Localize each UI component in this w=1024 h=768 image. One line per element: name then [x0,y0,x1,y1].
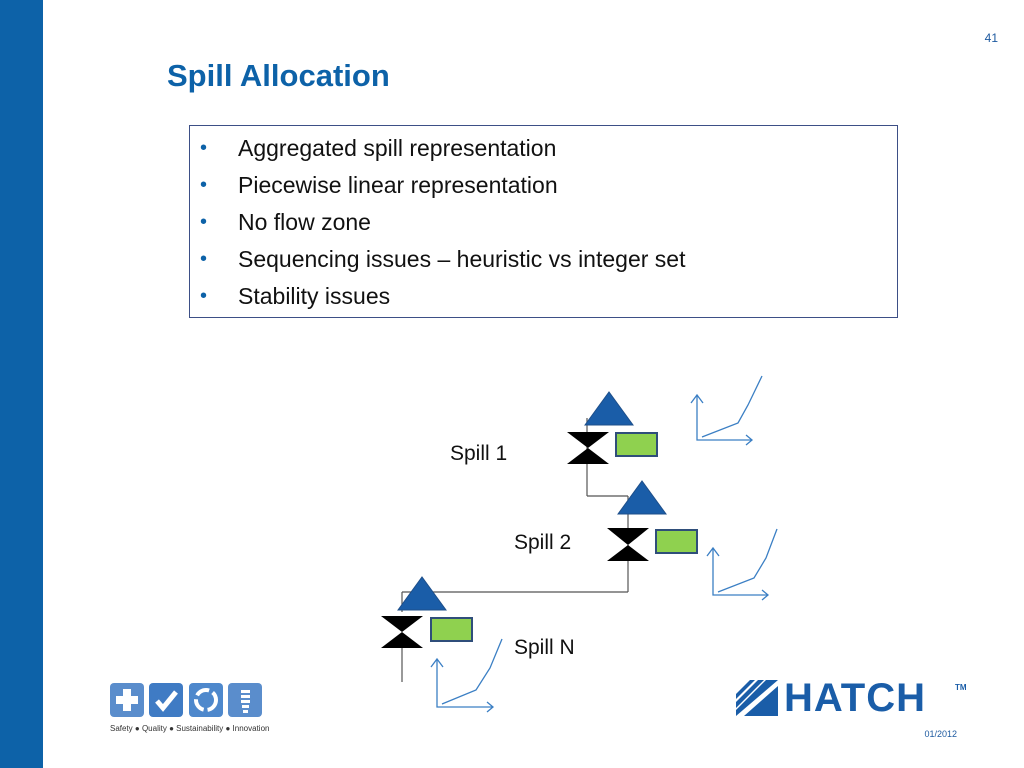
spill-label-n: Spill N [514,636,575,659]
generator-box [655,529,698,554]
bullet-text: Aggregated spill representation [238,135,557,161]
hatch-logo-mark-icon [736,680,778,716]
reservoir-triangle-icon [617,480,667,515]
bullet-text: No flow zone [238,209,371,235]
values-tagline: Safety ● Quality ● Sustainability ● Inno… [110,724,270,733]
spill-unit-2 [607,480,778,601]
logo-wordmark: HATCH [784,676,927,720]
bullet-text: Sequencing issues – heuristic vs integer… [238,246,686,272]
reservoir-triangle-icon [584,391,634,426]
spill-curve-icon [706,528,778,601]
valve-icon [381,616,423,648]
valve-icon [607,528,649,561]
hatch-logo: HATCH TM [736,676,967,721]
recycle-icon [189,683,223,717]
bullet-text: Stability issues [238,283,391,309]
bullet-list: • Aggregated spill representation • Piec… [190,132,897,317]
left-accent-bar [0,0,43,768]
bullet-dot: • [200,285,208,307]
spill-curve-icon [690,375,763,446]
bullet-item: • Piecewise linear representation [190,169,897,206]
generator-box [615,432,658,457]
spill-label-1: Spill 1 [450,442,508,465]
spill-curve-icon [430,638,503,713]
bullet-dot: • [200,137,208,159]
generator-box [430,617,473,642]
page-number: 41 [984,31,998,45]
bullet-dot: • [200,174,208,196]
bullet-box: • Aggregated spill representation • Piec… [189,125,898,318]
bullet-item: • Stability issues [190,280,897,317]
lightbulb-icon [228,683,262,717]
bullet-text: Piecewise linear representation [238,172,558,198]
logo-trademark: TM [955,683,967,692]
spill-label-2: Spill 2 [514,531,572,554]
bullet-item: • No flow zone [190,206,897,243]
spill-unit-n [381,576,503,713]
bullet-dot: • [200,248,208,270]
bullet-item: • Aggregated spill representation [190,132,897,169]
slide-date: 01/2012 [924,729,957,739]
bullet-dot: • [200,211,208,233]
slide-title: Spill Allocation [167,58,390,93]
spill-unit-1 [567,375,763,464]
checkmark-icon [149,683,183,717]
reservoir-triangle-icon [397,576,447,611]
valve-icon [567,432,609,464]
plus-icon [110,683,144,717]
bullet-item: • Sequencing issues – heuristic vs integ… [190,243,897,280]
